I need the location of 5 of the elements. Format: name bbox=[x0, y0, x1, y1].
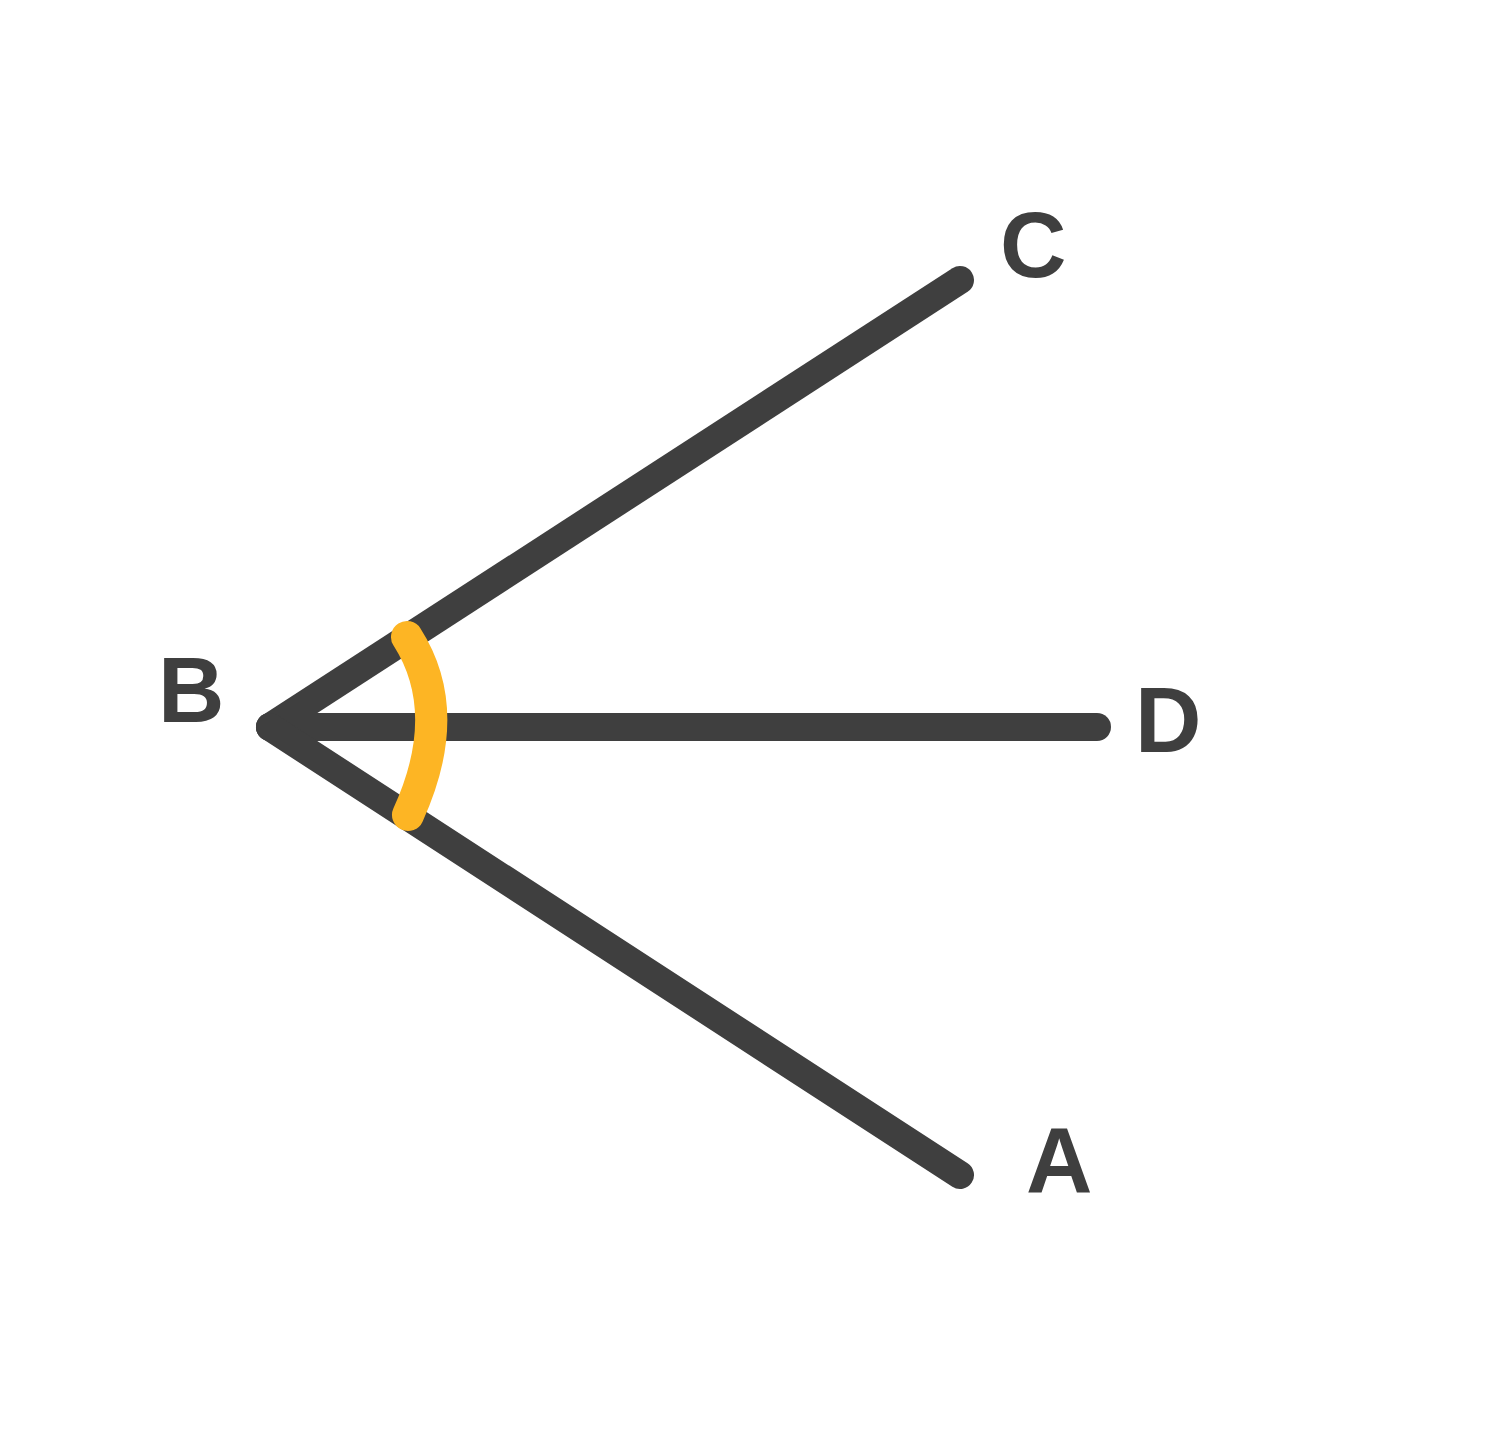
point-label: A bbox=[1026, 1114, 1089, 1206]
line-segment bbox=[256, 713, 974, 1189]
point-label: B bbox=[158, 644, 221, 736]
point-label: C bbox=[1000, 199, 1063, 291]
point-label: D bbox=[1135, 674, 1198, 766]
